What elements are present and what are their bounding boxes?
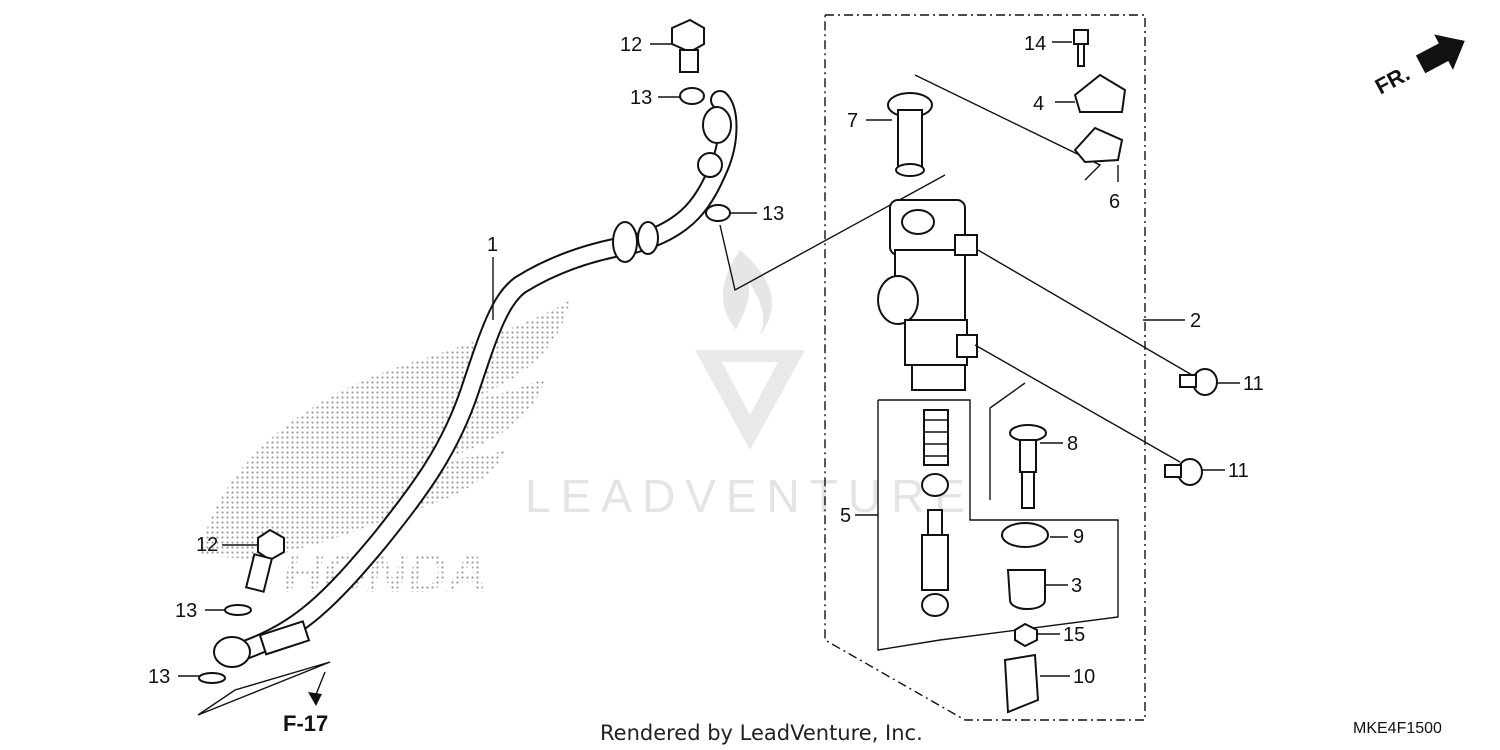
piston-kit-bracket xyxy=(877,399,1119,651)
gasket-6 xyxy=(1073,126,1124,164)
screw-14 xyxy=(1073,29,1089,67)
primary-cup xyxy=(921,473,949,497)
sealing-washer-lower-b xyxy=(198,672,226,684)
sealing-washer-lower-a xyxy=(224,604,252,616)
cover-4 xyxy=(1073,73,1127,113)
nut xyxy=(1014,622,1038,648)
boot xyxy=(1006,569,1046,610)
bolt-leader-upper xyxy=(977,249,1193,376)
piston xyxy=(921,509,949,591)
flame-icon xyxy=(722,250,772,335)
bolt-11-lower xyxy=(1164,458,1203,486)
callout-2: 2 xyxy=(1190,310,1201,332)
callout-5: 5 xyxy=(840,505,851,527)
watermark-text: LEADVENTURE xyxy=(525,470,975,522)
circlip xyxy=(1001,522,1049,548)
reference-arrow-icon xyxy=(308,692,322,706)
callout-7: 7 xyxy=(847,110,858,132)
callout-8: 8 xyxy=(1067,433,1078,455)
callout-12-upper: 12 xyxy=(620,34,642,56)
leader-lines xyxy=(178,41,1240,677)
diagram-code: MKE4F1500 xyxy=(1353,720,1442,737)
cover-bracket xyxy=(914,74,1102,181)
banjo-bolt-upper xyxy=(671,18,705,73)
reservoir-joint xyxy=(887,92,933,177)
callout-14: 14 xyxy=(1024,33,1046,55)
front-label: FR. xyxy=(1371,61,1414,100)
assembly-outline xyxy=(824,14,1146,721)
clevis-joint xyxy=(1003,653,1040,714)
leadventure-watermark: LEADVENTURE xyxy=(525,250,975,522)
front-direction-indicator: FR. xyxy=(1371,34,1465,100)
v-mark-icon xyxy=(695,350,805,450)
pushrod-bracket xyxy=(989,382,1026,500)
callout-13-lower-b: 13 xyxy=(148,666,170,688)
push-rod xyxy=(1009,424,1047,509)
sealing-washer-upper-a xyxy=(679,87,705,105)
callout-13-upper-a: 13 xyxy=(630,87,652,109)
callout-12-lower: 12 xyxy=(196,534,218,556)
callout-9: 9 xyxy=(1073,526,1084,548)
callout-3: 3 xyxy=(1071,575,1082,597)
callout-13-lower-a: 13 xyxy=(175,600,197,622)
callout-13-upper-b: 13 xyxy=(762,203,784,225)
bolt-11-upper xyxy=(1179,368,1218,396)
footer-credit: Rendered by LeadVenture, Inc. xyxy=(600,721,923,745)
callout-1: 1 xyxy=(487,234,498,256)
reference-label: F-17 xyxy=(283,711,328,736)
piston-spring xyxy=(923,409,949,466)
brake-hose xyxy=(213,90,738,668)
sealing-washer-upper-b xyxy=(705,204,731,222)
honda-logo-text: HONDA xyxy=(282,541,487,604)
bolt-leader-lower xyxy=(974,344,1181,463)
callout-6: 6 xyxy=(1109,191,1120,213)
callout-11-upper: 11 xyxy=(1243,373,1264,395)
secondary-cup xyxy=(921,593,949,617)
callout-4: 4 xyxy=(1033,93,1044,115)
reference-arrow-line xyxy=(314,671,326,698)
front-arrow-icon xyxy=(1415,34,1465,74)
callout-10: 10 xyxy=(1073,666,1095,688)
banjo-bolt-lower xyxy=(244,528,285,593)
callout-11-lower: 11 xyxy=(1228,460,1249,482)
reference-bracket xyxy=(197,661,331,716)
callout-15: 15 xyxy=(1063,624,1085,646)
master-cylinder-body xyxy=(877,199,978,391)
reservoir-joint-leader xyxy=(719,174,946,292)
